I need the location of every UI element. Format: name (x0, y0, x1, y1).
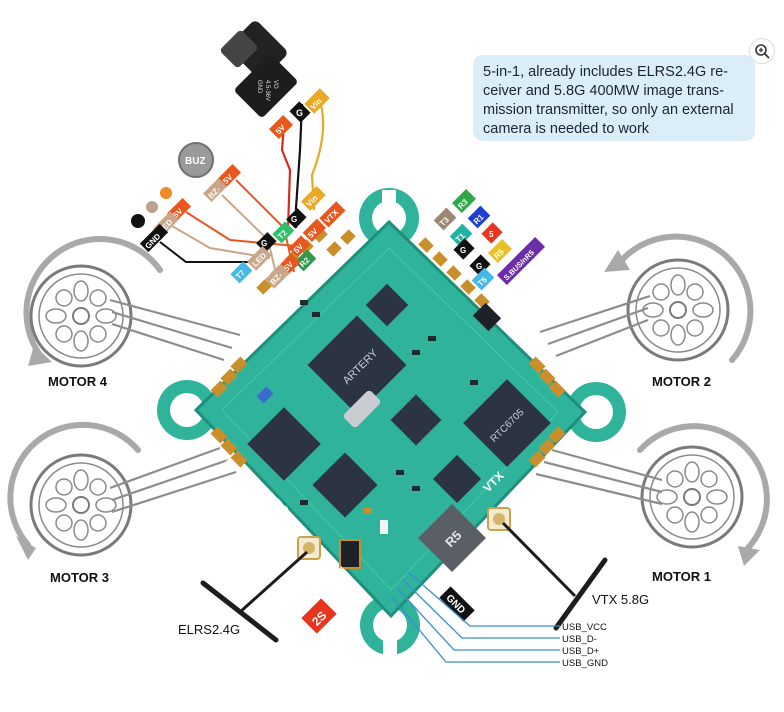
usb-gnd-label: USB_GND (562, 658, 608, 669)
motor-3: MOTOR 3 (7, 421, 141, 585)
inductor (418, 504, 486, 572)
camera-gnd-label: GND (256, 80, 262, 94)
motor-4: MOTOR 4 (23, 235, 163, 389)
description-line: camera is needed to work (483, 121, 650, 137)
battery-tag: 2S (301, 598, 337, 634)
vtx-antenna: VTX 5.8G (487, 507, 649, 631)
motor-1-label: MOTOR 1 (652, 569, 711, 584)
buzzer-label: BUZ (185, 156, 206, 167)
usb-dminus-label: USB_D- (562, 634, 597, 645)
description-line: mission transmitter, so only an external (483, 102, 734, 118)
elrs-antenna: ELRS2.4G (178, 536, 321, 643)
motor-2-label: MOTOR 2 (652, 374, 711, 389)
board-tag-g: G (291, 215, 297, 224)
flight-controller-board: ARTERY RTC6705 R5 ELRS 2.4G VTX M (157, 188, 626, 655)
rotation-arc (7, 421, 141, 548)
description-line: 5-in-1, already includes ELRS2.4G re- (483, 64, 729, 80)
rotation-arrow-icon (738, 546, 760, 566)
description-box: 5-in-1, already includes ELRS2.4G re- ce… (473, 55, 755, 141)
zoom-button[interactable] (749, 38, 775, 64)
usb-labels: USB_VCC USB_D- USB_D+ USB_GND (562, 622, 608, 669)
camera-wire-tags: G Vin 5V (268, 88, 330, 140)
motor-1: MOTOR 1 (637, 423, 770, 584)
passives (300, 300, 478, 534)
camera-voltage-label: 4.5-36V (264, 80, 270, 101)
camera: GND 4.5-36V VO (220, 21, 297, 117)
vtx-chip (463, 379, 551, 467)
motor-4-label: MOTOR 4 (48, 374, 108, 389)
zoom-in-icon (755, 44, 770, 59)
elrs-chip (247, 407, 321, 481)
vtx-antenna-label: VTX 5.8G (592, 592, 649, 607)
rotation-arc (617, 233, 754, 363)
tag-5: 5 (489, 230, 494, 239)
gyro-chip (312, 452, 378, 518)
motor-3-label: MOTOR 3 (50, 570, 109, 585)
camera-vo-label: VO (272, 80, 278, 89)
usb-wires (390, 571, 560, 663)
tag-g-a: G (460, 246, 466, 255)
led-wires (159, 211, 297, 263)
usb-dplus-label: USB_D+ (562, 646, 600, 657)
motor-wires (109, 294, 663, 514)
left-pad-tags: G T2 5V R2 LED T7 5V BZ- (230, 221, 317, 289)
camera-tag-g: G (296, 108, 303, 118)
tag-g-b: G (476, 262, 482, 271)
usb-vcc-label: USB_VCC (562, 622, 607, 633)
rotation-arc (637, 423, 770, 551)
rotation-arrow-icon (16, 536, 36, 560)
silk-bplus: B+ (330, 564, 344, 576)
camera-board-tags: Vin VTX 5V G (286, 185, 346, 243)
rotation-arrow-icon (604, 250, 630, 272)
pad-tag-g: G (261, 239, 267, 248)
elrs-antenna-label: ELRS2.4G (178, 622, 240, 637)
motor-2: MOTOR 2 (604, 233, 754, 389)
buzzer: BUZ 5V BZ- (178, 142, 242, 203)
rotation-arrow-icon (28, 345, 52, 366)
description-line: ceiver and 5.8G 400MW image trans- (483, 83, 724, 99)
battery-connector (339, 539, 361, 569)
rotation-arc (23, 235, 163, 358)
